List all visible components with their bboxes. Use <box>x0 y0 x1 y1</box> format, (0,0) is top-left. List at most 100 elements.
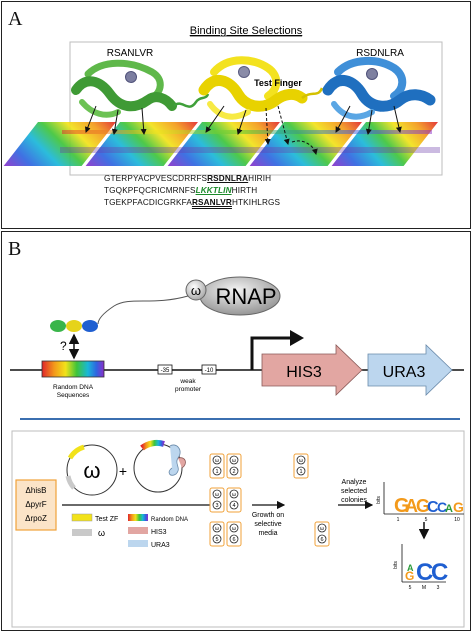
recognition-helix-1: RSDNLRA <box>207 174 249 183</box>
growth-label-1: Growth on <box>252 512 284 519</box>
zinc-finger-green <box>71 59 210 118</box>
legend-his3: HIS3 <box>151 529 167 536</box>
plasmid-omega-label: ω <box>83 458 100 483</box>
legend-omega: ω <box>98 528 105 538</box>
svg-text:ω: ω <box>215 458 219 464</box>
growth-label-3: media <box>258 530 277 537</box>
svg-text:M: M <box>422 585 426 591</box>
tss-arrow <box>250 336 292 370</box>
panel-a-title: Binding Site Selections <box>190 25 303 37</box>
svg-text:ω: ω <box>215 526 219 532</box>
analyze-label-2: selected <box>341 488 367 495</box>
contact-arrows <box>84 105 402 155</box>
svg-text:C: C <box>431 559 448 586</box>
finger-green <box>50 320 66 332</box>
his3-gene <box>261 344 363 396</box>
svg-text:6: 6 <box>320 537 323 543</box>
analyze-label-3: colonies <box>341 497 367 504</box>
svg-text:ω: ω <box>232 492 236 498</box>
strain-line-3: ΔrpoZ <box>25 514 47 523</box>
svg-text:A: A <box>405 496 418 516</box>
finger-yellow <box>66 320 82 332</box>
plus-sign: + <box>119 463 127 479</box>
panel-a: A Bind <box>1 1 471 229</box>
svg-text:C: C <box>437 499 447 515</box>
test-finger-label: Test Finger <box>254 78 302 88</box>
svg-text:ω: ω <box>232 526 236 532</box>
svg-text:10: 10 <box>454 517 460 523</box>
strain-line-1: ΔhisB <box>26 486 47 495</box>
analyze-label-1: Analyze <box>342 479 367 486</box>
svg-text:5: 5 <box>425 517 428 523</box>
panel-a-letter: A <box>8 8 23 30</box>
svg-text:G: G <box>453 499 464 515</box>
svg-text:G: G <box>405 569 414 583</box>
ura3-gene <box>367 344 453 396</box>
omega-plasmid <box>66 444 118 496</box>
svg-text:4: 4 <box>232 503 235 509</box>
omega-subunit <box>185 279 207 301</box>
svg-text:1: 1 <box>397 517 400 523</box>
finger-right-label: RSDNLRA <box>356 48 404 59</box>
colony-group-b: ω 1 <box>293 453 309 479</box>
svg-text:5: 5 <box>409 585 412 591</box>
svg-text:1: 1 <box>299 469 302 475</box>
finger-blue <box>82 320 98 332</box>
zinc-finger-yellow <box>198 56 324 120</box>
svg-text:C: C <box>416 559 433 586</box>
his3-label: HIS3 <box>286 364 322 381</box>
omega-label: ω <box>191 283 201 298</box>
sequence-line-2: TGQKPFQCRICMRNFSLKKTLINHIRTH <box>104 186 258 195</box>
svg-text:ω: ω <box>215 492 219 498</box>
svg-text:3: 3 <box>215 503 218 509</box>
colony-group-c: ω 6 <box>314 521 330 547</box>
panel-b-letter: B <box>8 238 22 260</box>
svg-text:ω: ω <box>299 458 303 464</box>
random-dna-label-2: Sequences <box>57 392 90 399</box>
svg-text:6: 6 <box>232 537 235 543</box>
minus10-box <box>201 364 217 375</box>
legend: Test ZF Random DNA HIS3 ω URA3 <box>71 513 188 549</box>
image-frame <box>69 41 443 176</box>
svg-text:ω: ω <box>320 526 324 532</box>
legend-ura3: URA3 <box>151 542 170 549</box>
sequence-line-1: GTERPYACPVESCDRRFSRSDNLRAHIRIH <box>104 174 272 183</box>
svg-text:G: G <box>416 496 430 516</box>
svg-text:A: A <box>407 563 414 573</box>
svg-text:5: 5 <box>215 537 218 543</box>
svg-text:2: 2 <box>232 469 235 475</box>
zinc-finger-blue <box>322 56 436 120</box>
svg-text:bits: bits <box>393 561 399 569</box>
dna-slabs <box>3 122 440 166</box>
weak-promoter-label-2: promoter <box>175 386 202 393</box>
question-mark: ? <box>60 339 67 353</box>
svg-text:3: 3 <box>437 585 440 591</box>
strain-line-2: ΔpyrF <box>25 500 46 509</box>
sequence-line-3: TGEKPFACDICGRKFARSANLVRHTKIHLRGS <box>104 198 281 207</box>
sequence-logo-1: bits G A G C C A G 1 5 10 <box>376 482 464 523</box>
random-dna-label-1: Random DNA <box>53 384 94 391</box>
tether-line <box>97 295 189 325</box>
minus35-box <box>157 364 173 375</box>
colony-group-a: ω ω ω ω ω ω 1 2 3 4 5 6 <box>209 453 242 547</box>
svg-text:bits: bits <box>376 496 382 504</box>
svg-text:G: G <box>394 495 410 517</box>
rnap-label: RNAP <box>215 284 276 309</box>
ura3-label: URA3 <box>383 364 426 381</box>
recognition-helix-2: LKKTLIN <box>195 186 232 195</box>
growth-label-2: selective <box>254 521 281 528</box>
svg-text:ω: ω <box>232 458 236 464</box>
binding-site-diagram: Binding Site Selections <box>3 25 443 176</box>
svg-text:A: A <box>445 503 453 515</box>
weak-promoter-label-1: weak <box>179 378 196 385</box>
legend-test-zf: Test ZF <box>95 516 118 523</box>
minus10-label: -10 <box>205 368 214 374</box>
svg-text:1: 1 <box>215 469 218 475</box>
finger-left-label: RSANLVR <box>107 48 154 59</box>
random-dna-block <box>41 360 105 378</box>
selection-system-diagram: RNAP ω ? Random DNA Sequences -35 -10 we… <box>10 276 465 628</box>
sequence-logo-2: bits G A C C 5 M 3 <box>393 544 448 591</box>
strain-box <box>15 479 57 531</box>
svg-text:C: C <box>427 499 439 516</box>
recognition-helix-3: RSANLVR <box>191 198 232 207</box>
